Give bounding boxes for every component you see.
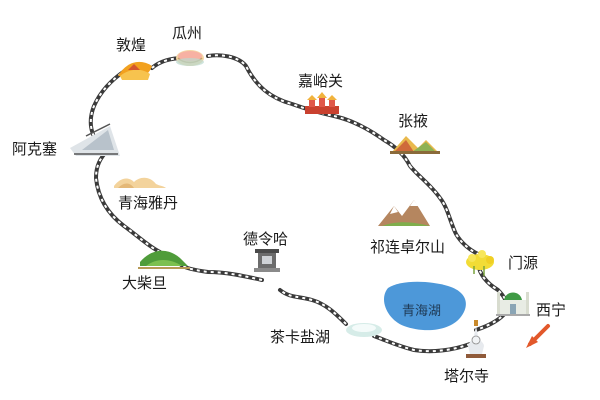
xining-icon (496, 292, 530, 316)
label-akesai: 阿克塞 (12, 140, 58, 158)
label-chaka-salt-lake: 茶卡盐湖 (270, 328, 331, 346)
label-qinghai-lake: 青海湖 (402, 304, 442, 319)
menyuan-icon (466, 250, 494, 276)
guazhou-icon (176, 50, 204, 66)
taer-temple-icon (466, 320, 486, 358)
railway-route (88, 53, 509, 354)
delingha-icon (254, 249, 280, 272)
label-zhangye: 张掖 (398, 112, 429, 130)
label-delingha: 德令哈 (243, 230, 289, 248)
label-dunhuang: 敦煌 (116, 36, 147, 54)
dunhuang-icon (118, 61, 152, 80)
jiayuguan-icon (305, 92, 339, 114)
akesai-icon (70, 123, 120, 156)
label-jiayuguan: 嘉峪关 (298, 72, 344, 90)
qinghai-lake-shape (383, 281, 466, 331)
qilian-mountain-icon (378, 200, 430, 226)
dachaidan-icon (138, 250, 190, 269)
label-dachaidan: 大柴旦 (122, 274, 168, 292)
chaka-salt-lake-icon (346, 323, 382, 337)
label-menyuan: 门源 (508, 254, 539, 272)
label-qilian-zhuoershan: 祁连卓尔山 (370, 238, 446, 256)
zhangye-icon (390, 136, 440, 154)
label-guazhou: 瓜州 (172, 24, 203, 42)
label-taer-temple: 塔尔寺 (444, 367, 490, 385)
qinghai-yadan-icon (114, 177, 166, 188)
direction-arrow-icon (526, 324, 550, 348)
label-xining: 西宁 (536, 301, 567, 319)
label-qinghai-yadan: 青海雅丹 (118, 194, 179, 212)
